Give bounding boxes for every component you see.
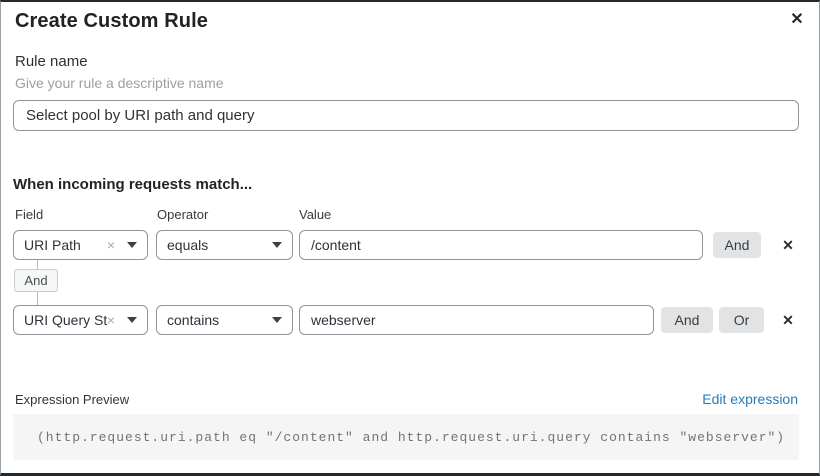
connector-line-top [37, 260, 38, 269]
clear-icon[interactable]: × [106, 237, 115, 253]
operator-column-label: Operator [157, 207, 209, 222]
chevron-down-icon [272, 317, 282, 323]
rule-name-input[interactable] [13, 100, 799, 131]
connector-line-bottom [37, 292, 38, 305]
field-select-2-value: URI Query St... [24, 312, 107, 328]
expression-preview-label: Expression Preview [15, 392, 130, 407]
value-input-1[interactable] [299, 230, 703, 260]
add-and-button-1[interactable]: And [713, 232, 761, 258]
match-heading: When incoming requests match... [13, 176, 253, 193]
edit-expression-link[interactable]: Edit expression [702, 391, 798, 407]
rule-name-hint: Give your rule a descriptive name [15, 75, 224, 91]
remove-row-2-icon[interactable]: ✕ [776, 308, 800, 332]
value-column-label: Value [299, 207, 332, 222]
expression-code: (http.request.uri.path eq "/content" and… [37, 429, 786, 445]
chevron-down-icon [127, 242, 137, 248]
dialog-title: Create Custom Rule [15, 10, 208, 32]
add-and-button-2[interactable]: And [661, 307, 713, 333]
condition-row-1: URI Path × equals And ✕ [13, 230, 809, 260]
remove-row-1-icon[interactable]: ✕ [776, 233, 800, 257]
rule-name-label: Rule name [15, 53, 88, 70]
chevron-down-icon [272, 242, 282, 248]
field-select-1[interactable]: URI Path × [13, 230, 148, 260]
operator-select-2-value: contains [167, 312, 220, 328]
field-column-label: Field [15, 207, 44, 222]
value-input-2[interactable] [299, 305, 654, 335]
connector-and-badge[interactable]: And [14, 269, 58, 292]
operator-select-1-value: equals [167, 237, 209, 253]
chevron-down-icon [127, 317, 137, 323]
condition-row-2: URI Query St... × contains And Or ✕ [13, 305, 809, 335]
field-select-2[interactable]: URI Query St... × [13, 305, 148, 335]
close-icon[interactable]: ✕ [785, 8, 809, 32]
expression-preview-box: (http.request.uri.path eq "/content" and… [13, 414, 799, 460]
add-or-button-2[interactable]: Or [719, 307, 764, 333]
operator-select-1[interactable]: equals [156, 230, 293, 260]
field-select-1-value: URI Path [24, 237, 81, 253]
clear-icon[interactable]: × [106, 312, 115, 328]
operator-select-2[interactable]: contains [156, 305, 293, 335]
